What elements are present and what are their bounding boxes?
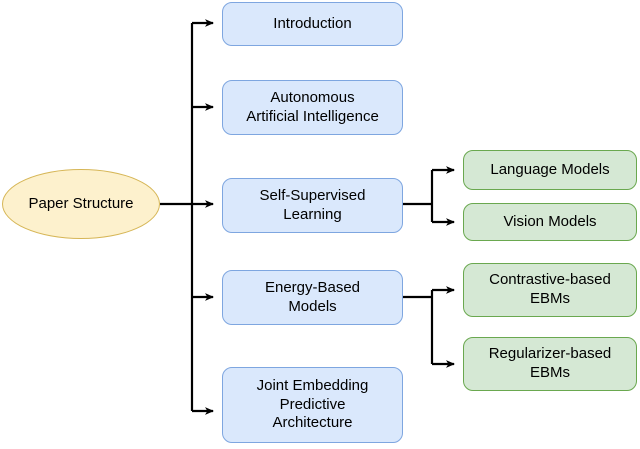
node-autonomous-ai-label: Autonomous Artificial Intelligence [246, 88, 379, 125]
node-contrastive-ebms-label: Contrastive-based EBMs [489, 271, 611, 307]
node-regularizer-ebms-label: Regularizer-based EBMs [488, 345, 612, 381]
node-self-supervised-learning-label: Self-Supervised Learning [259, 186, 366, 223]
node-introduction-label: Introduction [273, 14, 352, 32]
node-jepa-label: Joint Embedding Predictive Architecture [256, 376, 369, 432]
node-paper-structure[interactable]: Paper Structure [2, 169, 160, 239]
node-contrastive-ebms[interactable]: Contrastive-based EBMs [463, 263, 637, 317]
node-paper-structure-label: Paper Structure [28, 194, 134, 212]
node-introduction[interactable]: Introduction [222, 2, 403, 46]
node-self-supervised-learning[interactable]: Self-Supervised Learning [222, 178, 403, 233]
node-energy-based-models-label: Energy-Based Models [264, 278, 361, 315]
connector-ssl-split [403, 170, 434, 222]
node-vision-models[interactable]: Vision Models [463, 203, 637, 241]
node-energy-based-models[interactable]: Energy-Based Models [222, 270, 403, 325]
node-language-models-label: Language Models [490, 160, 610, 178]
node-language-models[interactable]: Language Models [463, 150, 637, 190]
node-vision-models-label: Vision Models [503, 212, 597, 230]
node-autonomous-ai[interactable]: Autonomous Artificial Intelligence [222, 80, 403, 135]
node-jepa[interactable]: Joint Embedding Predictive Architecture [222, 367, 403, 443]
connector-ebm-split [403, 290, 434, 364]
node-regularizer-ebms[interactable]: Regularizer-based EBMs [463, 337, 637, 391]
